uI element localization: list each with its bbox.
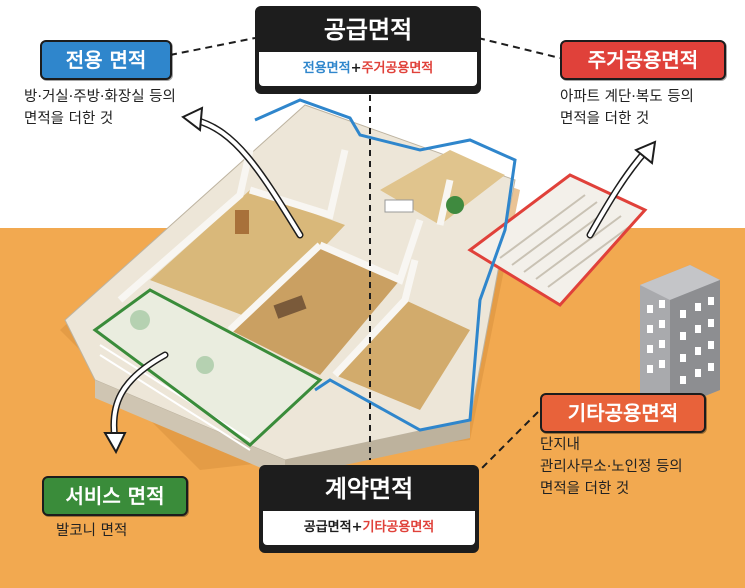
- interior-wall: [227, 242, 323, 333]
- supply-area-title: 공급면적: [323, 16, 413, 44]
- gray-building-roof: [640, 265, 720, 300]
- service-area-desc-line1: 발코니 면적: [56, 523, 128, 539]
- supply-formula-part1: 전용면적: [302, 61, 351, 76]
- building-windows: [647, 297, 714, 384]
- service-area-desc: 발코니 면적: [56, 520, 127, 542]
- exclusive-area-desc-line2: 면적을 더한 것: [24, 111, 114, 127]
- supply-formula-part2: 주거공용면적: [361, 61, 434, 76]
- other-common-desc-line3: 면적을 더한 것: [540, 481, 630, 497]
- cabinet: [235, 210, 249, 234]
- interior-wall: [318, 218, 424, 285]
- contract-formula-plus: +: [351, 520, 363, 535]
- exclusive-area-desc-line1: 방·거실·주방·화장실 등의: [24, 89, 176, 105]
- balcony-floor: [95, 290, 320, 445]
- slab-side-right: [285, 420, 470, 478]
- residential-common-desc-line2: 면적을 더한 것: [560, 111, 650, 127]
- interior-wall: [436, 179, 454, 226]
- exclusive-area-desc: 방·거실·주방·화장실 등의 면적을 더한 것: [24, 86, 176, 130]
- plant: [446, 196, 464, 214]
- room-floor-lower: [335, 300, 470, 410]
- contract-area-title: 계약면적: [324, 475, 414, 503]
- connector-supply-right: [477, 37, 561, 59]
- connector-other-common: [479, 411, 539, 471]
- pointer-arrows: [111, 118, 647, 442]
- supply-area-box: 공급면적 전용면적+주거공용면적: [255, 6, 481, 94]
- connector-supply-left: [169, 37, 256, 56]
- residential-common-outline: [467, 173, 648, 307]
- contract-formula-part1: 공급면적: [303, 520, 352, 535]
- interior-wall: [332, 259, 419, 378]
- residential-common-area-desc: 아파트 계단·복도 등의 면적을 더한 것: [560, 86, 694, 130]
- contract-area-formula: 공급면적+기타공용면적: [263, 511, 475, 545]
- other-common-area-desc: 단지내 관리사무소·노인정 등의 면적을 더한 것: [540, 434, 683, 500]
- supply-formula-plus: +: [350, 61, 362, 76]
- exclusive-area-outline: [254, 98, 517, 432]
- residential-common-desc-line1: 아파트 계단·복도 등의: [560, 89, 694, 105]
- other-common-desc-line1: 단지내: [540, 437, 581, 453]
- arrow-head-residential: [634, 140, 657, 165]
- stairs: [499, 194, 634, 288]
- service-area-outline: [92, 288, 323, 447]
- other-common-area-label: 기타공용면적: [540, 393, 706, 433]
- other-common-desc-line2: 관리사무소·노인정 등의: [540, 459, 683, 475]
- dining-table: [384, 199, 414, 213]
- contract-formula-part2: 기타공용면적: [362, 520, 435, 535]
- sofa: [273, 295, 307, 319]
- service-area-label: 서비스 면적: [42, 476, 188, 516]
- exclusive-area-label: 전용 면적: [40, 40, 172, 80]
- supply-area-formula: 전용면적+주거공용면적: [259, 52, 477, 86]
- residential-common-area-label: 주거공용면적: [560, 40, 726, 80]
- contract-area-box: 계약면적 공급면적+기타공용면적: [259, 465, 479, 553]
- balcony-railing: [99, 344, 251, 451]
- arrow-head-service: [103, 432, 127, 455]
- slab-side-front: [95, 380, 285, 478]
- interior-wall: [117, 149, 254, 303]
- room-floor-center: [230, 245, 400, 375]
- arrow-head-exclusive: [181, 106, 204, 132]
